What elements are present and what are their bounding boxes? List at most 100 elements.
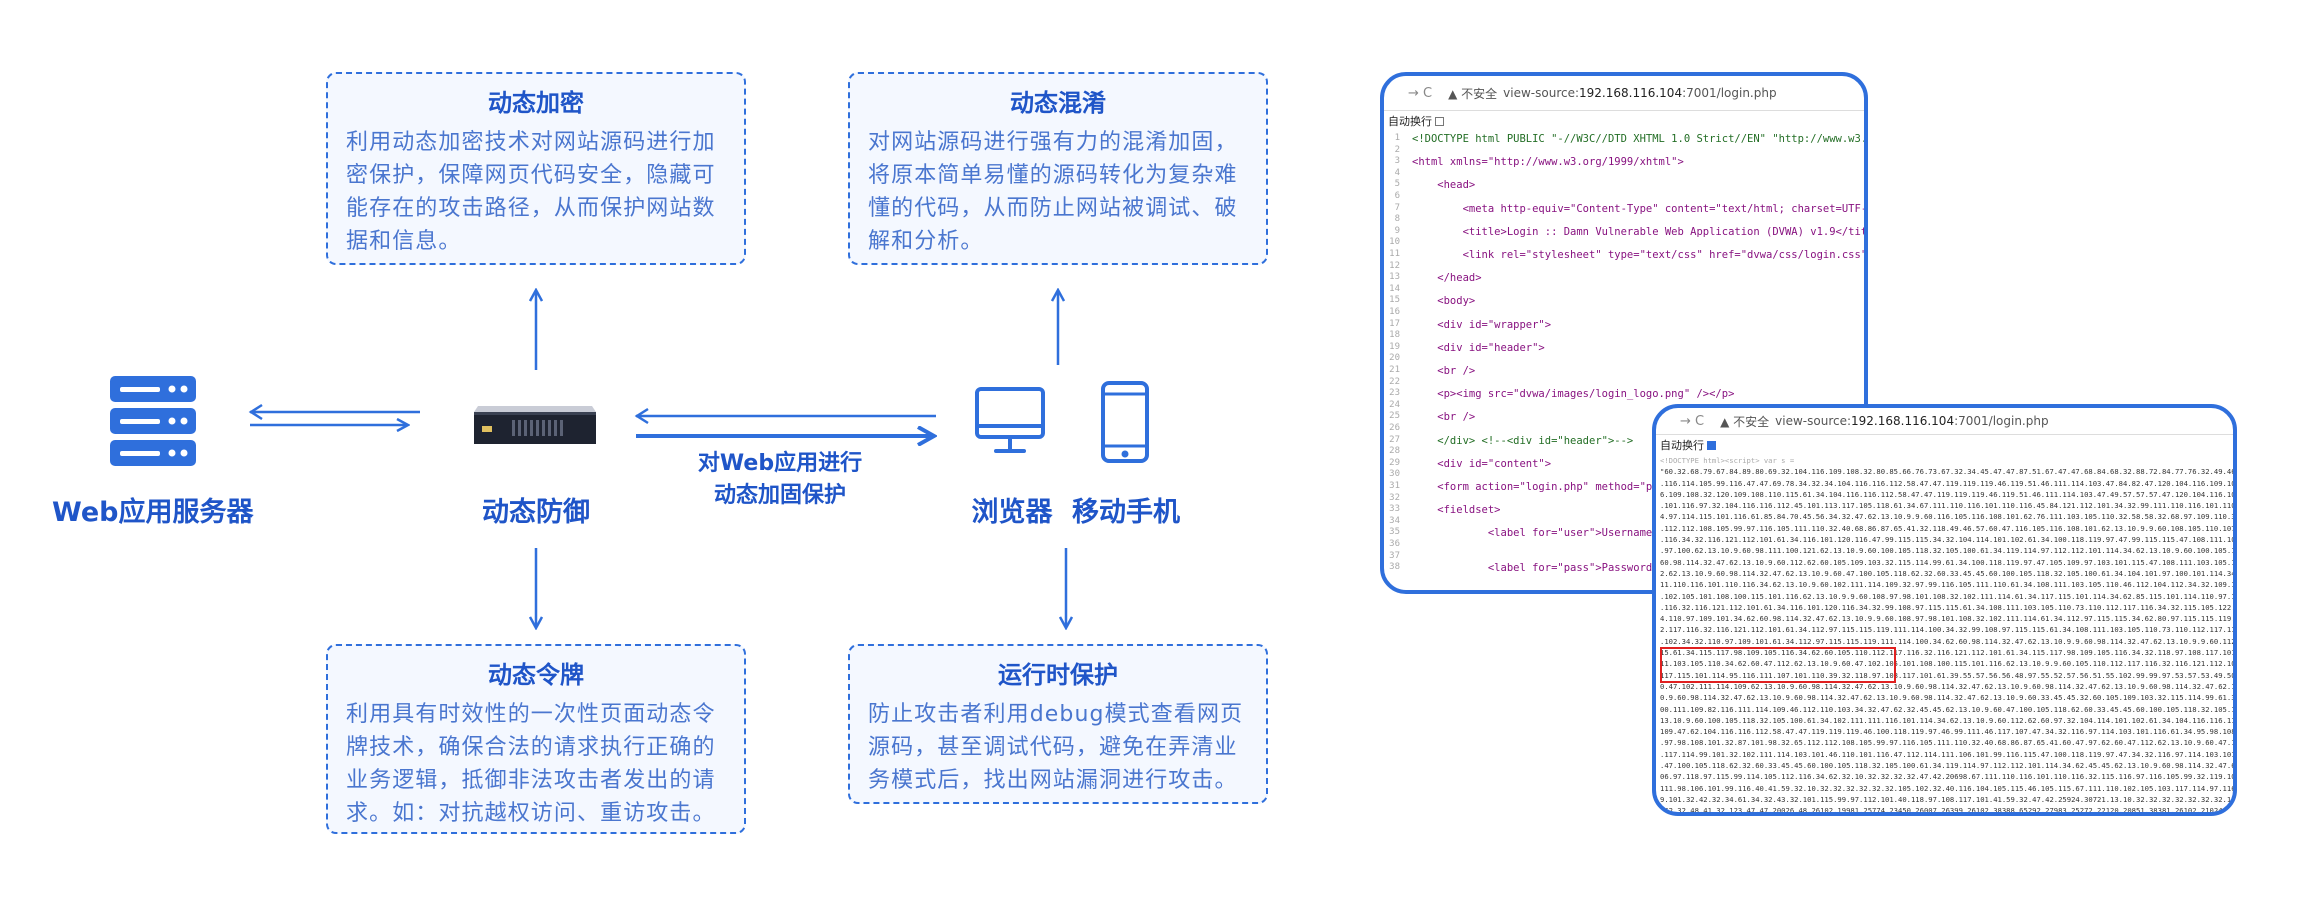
line-number: 27 bbox=[1389, 434, 1400, 445]
phone-icon bbox=[1101, 381, 1149, 463]
security-warning: ▲ 不安全 bbox=[1720, 414, 1770, 429]
line-number: 18 bbox=[1389, 330, 1400, 341]
code-line: <body> bbox=[1412, 295, 1476, 308]
line-number: 24 bbox=[1389, 399, 1400, 410]
code-line: <form action="login.php" method="post"> bbox=[1412, 481, 1684, 493]
address-bar: → C ▲ 不安全 view-source:192.168.116.104:70… bbox=[1656, 408, 2233, 435]
code-line: <html xmlns="http://www.w3.org/1999/xhtm… bbox=[1412, 156, 1684, 169]
line-number: 22 bbox=[1389, 376, 1400, 387]
box-runtime-protection: 运行时保护 防止攻击者利用debug模式查看网页源码，甚至调试代码，避免在弄清业… bbox=[848, 644, 1268, 804]
line-number: 16 bbox=[1389, 307, 1400, 317]
obfuscated-line: .116.34.32.116.121.112.101.61.34.116.101… bbox=[1660, 535, 2233, 545]
obfuscated-line: .97.100.62.13.10.9.60.98.111.100.121.62.… bbox=[1660, 546, 2233, 556]
code-line: <br /> bbox=[1412, 365, 1476, 377]
code-line: <title>Login :: Damn Vulnerable Web Appl… bbox=[1412, 225, 1868, 238]
label-web-server: Web应用服务器 bbox=[52, 497, 254, 528]
code-line: <div id="header"> bbox=[1412, 341, 1545, 354]
code-line: <br /> bbox=[1412, 411, 1476, 424]
obfuscated-line: 0.9.60.98.114.32.47.62.13.10.9.60.98.114… bbox=[1660, 693, 2233, 703]
url-text[interactable]: view-source:192.168.116.104:7001/login.p… bbox=[1775, 414, 2049, 428]
line-number: 15 bbox=[1389, 295, 1400, 306]
obfuscated-source: "60.32.68.79.67.84.89.80.69.32.104.116.1… bbox=[1656, 466, 2233, 816]
line-number: 17 bbox=[1389, 318, 1400, 329]
label-browser: 浏览器 bbox=[971, 497, 1053, 528]
obfuscated-line: 60.98.114.32.47.62.13.10.9.60.112.62.60.… bbox=[1660, 557, 2233, 567]
obfuscated-line: 6.109.108.32.120.109.108.110.115.61.34.1… bbox=[1660, 489, 2233, 499]
line-number: 13 bbox=[1389, 272, 1400, 283]
monitor-icon bbox=[975, 387, 1045, 453]
obfuscated-line: .116.32.116.121.112.101.61.34.116.101.12… bbox=[1660, 602, 2233, 612]
code-line: <head> bbox=[1412, 179, 1476, 192]
highlight-box bbox=[1660, 647, 1896, 683]
arrow-label-line-2: 动态加固保护 bbox=[713, 483, 846, 508]
line-number: 34 bbox=[1389, 515, 1400, 526]
line-number: 9 bbox=[1394, 225, 1400, 236]
code-line: <div id="content"> bbox=[1412, 457, 1552, 470]
box-title: 动态加密 bbox=[488, 89, 584, 117]
obfuscated-line: 117.115.101.114.95.116.111.107.101.110.3… bbox=[1660, 670, 2233, 680]
obfuscated-line: 9.101.32.42.32.34.61.34.32.43.32.101.115… bbox=[1660, 794, 2233, 804]
line-number: 11 bbox=[1389, 249, 1400, 259]
line-number: 32 bbox=[1389, 492, 1400, 503]
obfuscated-line: .47.100.105.118.62.32.60.33.45.45.60.100… bbox=[1660, 761, 2233, 771]
line-number: 20 bbox=[1389, 353, 1400, 364]
box-description: 利用动态加密技术对网站源码进行加密保护，保障网页代码安全，隐藏可能存在的攻击路径… bbox=[346, 130, 716, 254]
obfuscated-line: .102.105.101.108.100.115.101.116.62.13.1… bbox=[1660, 591, 2233, 601]
obfuscated-line: .101.116.97.32.104.116.116.112.45.101.11… bbox=[1660, 501, 2233, 511]
source-first-line: <!DOCTYPE html><script> var s = bbox=[1660, 456, 1795, 465]
obfuscated-line: 13.10.9.60.100.105.118.32.105.100.61.34.… bbox=[1660, 715, 2233, 725]
code-line: <link rel="stylesheet" type="text/css" h… bbox=[1412, 249, 1868, 261]
obfuscated-line: .117.114.99.101.32.102.111.114.103.101.4… bbox=[1660, 749, 2233, 759]
line-number: 8 bbox=[1394, 214, 1400, 225]
line-number: 37 bbox=[1389, 550, 1400, 561]
line-number: 19 bbox=[1389, 341, 1400, 352]
url-text[interactable]: view-source:192.168.116.104:7001/login.p… bbox=[1503, 86, 1777, 100]
obfuscated-line: 2.62.13.10.9.60.98.114.32.47.62.13.10.9.… bbox=[1660, 568, 2233, 578]
line-number: 38 bbox=[1389, 562, 1400, 573]
line-wrap-toggle[interactable]: 自动换行 bbox=[1656, 435, 2233, 455]
code-line: <div id="wrapper"> bbox=[1412, 318, 1552, 331]
box-title: 动态令牌 bbox=[488, 661, 584, 689]
box-description: 利用具有时效性的一次性页面动态令牌技术，确保合法的请求执行正确的业务逻辑，抵御非… bbox=[346, 702, 716, 826]
line-number: 30 bbox=[1389, 469, 1400, 480]
line-number: 5 bbox=[1394, 179, 1400, 190]
code-line: <meta http-equiv="Content-Type" content=… bbox=[1412, 202, 1868, 215]
line-number: 35 bbox=[1389, 527, 1400, 538]
box-description: 对网站源码进行强有力的混淆加固，将原本简单易懂的源码转化为复杂难懂的代码，从而防… bbox=[868, 130, 1238, 254]
obfuscated-line: "60.32.68.79.67.84.89.80.69.32.104.116.1… bbox=[1660, 467, 2233, 477]
box-description: 防止攻击者利用debug模式查看网页源码，甚至调试代码，避免在弄清业务模式后，找… bbox=[868, 702, 1244, 793]
box-dynamic-obfuscation: 动态混淆 对网站源码进行强有力的混淆加固，将原本简单易懂的源码转化为复杂难懂的代… bbox=[848, 72, 1268, 265]
box-title: 动态混淆 bbox=[1010, 89, 1106, 117]
checkbox-icon[interactable] bbox=[1707, 440, 1716, 450]
line-number: 26 bbox=[1389, 423, 1400, 433]
nav-buttons[interactable]: → C bbox=[1680, 413, 1705, 429]
obfuscated-line: 2.117.116.32.116.121.112.101.61.34.112.9… bbox=[1660, 625, 2233, 635]
checkbox-icon[interactable] bbox=[1435, 116, 1444, 126]
obfuscated-line: .116.114.105.99.116.47.47.69.78.34.32.34… bbox=[1660, 478, 2233, 488]
code-line: <fieldset> bbox=[1412, 504, 1501, 517]
line-number: 10 bbox=[1389, 237, 1400, 248]
obfuscated-line: .97.98.108.101.32.87.101.98.32.65.112.11… bbox=[1660, 738, 2233, 748]
obfuscated-line: 4.110.97.109.101.34.62.60.98.114.32.47.6… bbox=[1660, 614, 2233, 624]
obfuscated-line: .62.32.48.41.32.123.47.47.20026.48.26102… bbox=[1660, 806, 2233, 816]
line-number: 33 bbox=[1389, 504, 1400, 515]
line-number: 36 bbox=[1389, 539, 1400, 549]
line-number: 29 bbox=[1389, 457, 1400, 468]
line-number: 28 bbox=[1389, 446, 1400, 457]
arrow-head-left bbox=[248, 403, 263, 421]
obfuscated-line: 111.98.106.101.99.116.40.41.59.32.10.32.… bbox=[1660, 783, 2233, 793]
line-number: 31 bbox=[1389, 481, 1400, 491]
arrow-label: 对Web应用进行 动态加固保护 bbox=[680, 448, 880, 512]
line-wrap-toggle[interactable]: 自动换行 bbox=[1384, 111, 1864, 131]
line-number: 14 bbox=[1389, 283, 1400, 294]
obfuscated-line: 109.47.62.104.116.116.112.58.47.47.119.1… bbox=[1660, 727, 2233, 737]
nav-buttons[interactable]: → C bbox=[1408, 85, 1433, 101]
obfuscated-line: 15.61.34.115.117.98.109.105.116.34.62.60… bbox=[1660, 648, 2233, 658]
obfuscated-line: .102.34.32.110.97.109.101.61.34.112.97.1… bbox=[1660, 636, 2233, 646]
source-window-protected: → C ▲ 不安全 view-source:192.168.116.104:70… bbox=[1652, 404, 2237, 816]
code-line: <p><img src="dvwa/images/login_logo.png"… bbox=[1412, 388, 1735, 401]
label-dynamic-defense: 动态防御 bbox=[482, 497, 590, 528]
line-number: 3 bbox=[1394, 156, 1400, 167]
label-mobile: 移动手机 bbox=[1072, 497, 1180, 528]
line-number: 1 bbox=[1394, 133, 1400, 143]
